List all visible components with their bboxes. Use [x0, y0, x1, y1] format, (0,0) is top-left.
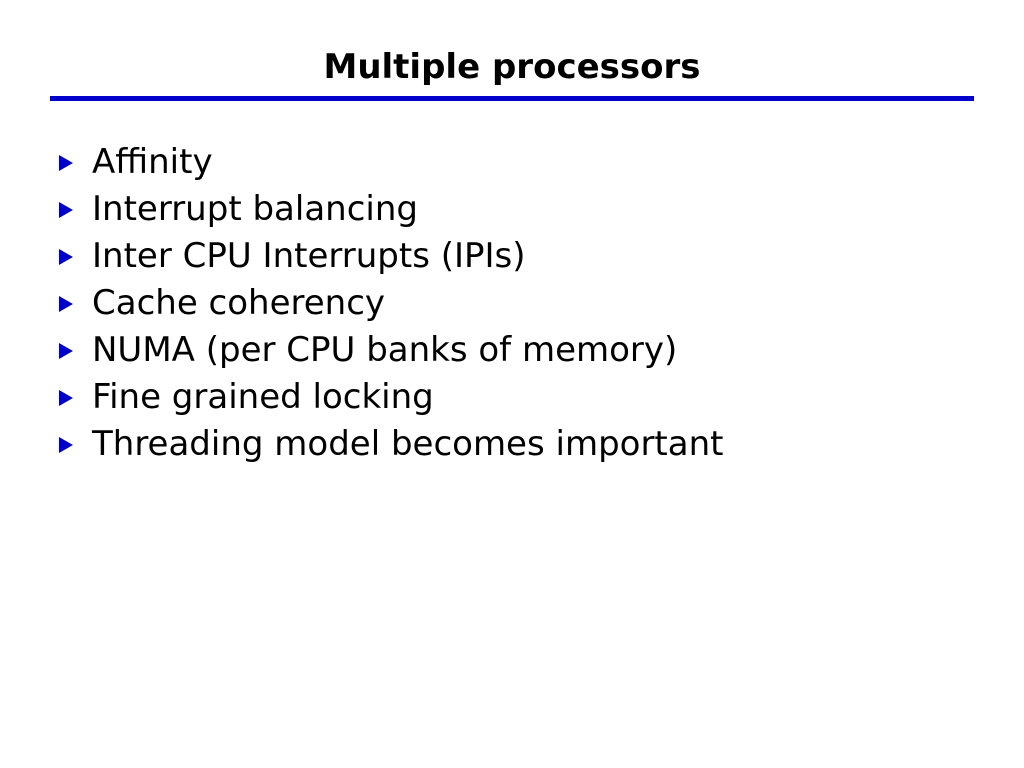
page-title: Multiple processors: [323, 47, 701, 87]
bullet-list: Affinity Interrupt balancing Inter CPU I…: [58, 139, 998, 468]
list-item: Inter CPU Interrupts (IPIs): [58, 233, 998, 280]
list-item-label: Fine grained locking: [92, 377, 434, 417]
triangle-right-icon: [58, 374, 74, 421]
list-item: Cache coherency: [58, 280, 998, 327]
triangle-right-icon: [58, 421, 74, 468]
triangle-right-icon: [58, 327, 74, 374]
list-item: Interrupt balancing: [58, 186, 998, 233]
list-item-label: Interrupt balancing: [92, 189, 418, 229]
list-item: Fine grained locking: [58, 374, 998, 421]
title-divider-rule: [50, 96, 974, 101]
list-item-label: Affinity: [92, 142, 213, 182]
list-item: Threading model becomes important: [58, 421, 998, 468]
list-item-label: NUMA (per CPU banks of memory): [92, 330, 678, 370]
triangle-right-icon: [58, 233, 74, 280]
list-item-label: Cache coherency: [92, 283, 386, 323]
triangle-right-icon: [58, 186, 74, 233]
list-item: Affinity: [58, 139, 998, 186]
list-item-label: Threading model becomes important: [92, 424, 724, 464]
triangle-right-icon: [58, 280, 74, 327]
list-item-label: Inter CPU Interrupts (IPIs): [92, 236, 526, 276]
triangle-right-icon: [58, 139, 74, 186]
list-item: NUMA (per CPU banks of memory): [58, 327, 998, 374]
